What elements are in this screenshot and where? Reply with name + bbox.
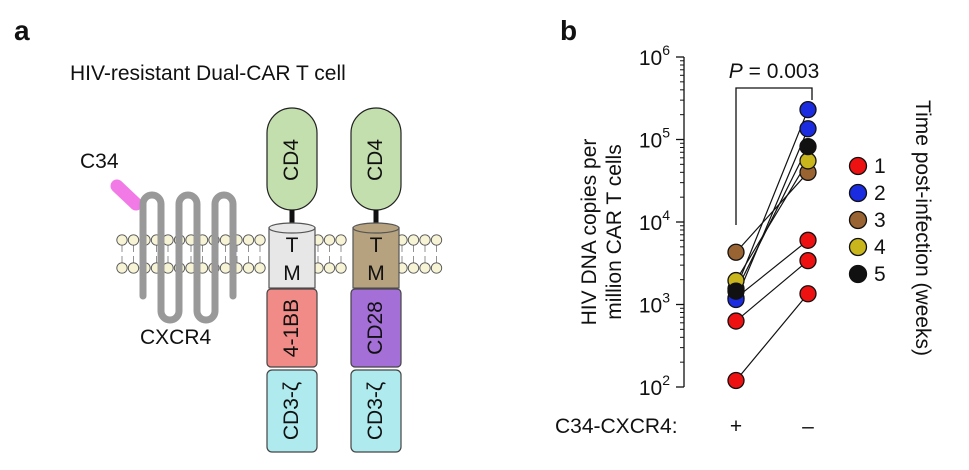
- data-point-week-5: [799, 137, 817, 156]
- cd28-label: CD28: [364, 301, 387, 355]
- data-points: [727, 101, 817, 390]
- y-tick-label: 105: [639, 125, 670, 153]
- legend-swatch-3: [848, 210, 868, 230]
- lipid-head: [419, 234, 431, 246]
- lipid-head: [419, 262, 431, 274]
- tm-t-right: T: [370, 234, 383, 257]
- legend-swatch-5: [848, 264, 868, 284]
- legend-swatch-2: [848, 183, 868, 203]
- paired-lines: [735, 109, 809, 381]
- data-point-week-1: [727, 312, 745, 330]
- cd4-label-right: CD4: [364, 139, 387, 181]
- c34-peptide: [110, 179, 143, 211]
- y-tick-label: 103: [639, 290, 670, 318]
- legend-swatch-1: [848, 156, 868, 176]
- data-point-week-1: [727, 371, 745, 390]
- lipid-head: [407, 262, 420, 274]
- data-point-week-1: [799, 231, 817, 249]
- tm-cap-left: [268, 222, 316, 234]
- 4-1bb-domain: [266, 288, 318, 368]
- data-point-week-1: [799, 285, 817, 303]
- cxcr4-receptor: [139, 191, 237, 324]
- lipid-head: [323, 234, 336, 246]
- data-point-week-2: [799, 120, 817, 138]
- panel-letter-b: b: [560, 15, 577, 46]
- data-point-week-5: [727, 282, 745, 300]
- cd28-domain: [350, 288, 402, 368]
- significance-bracket: [735, 87, 813, 225]
- tm-t-left: T: [286, 234, 299, 257]
- lipid-head: [430, 234, 443, 246]
- lipid-head: [219, 234, 232, 246]
- lipid-head: [242, 262, 255, 274]
- lipid-head: [335, 262, 347, 274]
- lipid-head: [335, 234, 347, 246]
- pair-line: [735, 160, 809, 281]
- x-axis-label: C34-CXCR4:: [555, 415, 678, 438]
- pair-line: [735, 146, 809, 292]
- y-axis-label-line1: HIV DNA copies per: [578, 139, 601, 326]
- car-4-1bb: CD4 T M 4-1BB CD3-ζ: [266, 107, 318, 453]
- y-tick-label: 102: [639, 372, 670, 400]
- cxcr4-label: CXCR4: [140, 326, 212, 349]
- lipid-head: [219, 262, 232, 274]
- y-axis-label-line2: million CAR T cells: [603, 144, 626, 319]
- c34-label: C34: [80, 150, 119, 173]
- 4-1bb-label: 4-1BB: [280, 299, 303, 357]
- legend-swatch-4: [848, 237, 868, 257]
- lipid-head: [407, 234, 420, 246]
- lipid-head: [116, 234, 128, 246]
- data-point-week-4: [799, 152, 817, 170]
- legend-label-4: 4: [874, 236, 886, 259]
- panel-letter-a: a: [14, 15, 30, 46]
- pair-line: [735, 171, 809, 253]
- lipid-head: [242, 234, 255, 246]
- tm-m-left: M: [283, 262, 301, 285]
- tm-domain-right: [352, 227, 400, 289]
- x-category-plus: +: [730, 415, 742, 438]
- lipid-head: [127, 234, 140, 246]
- cd3-zeta-label-right: CD3-ζ: [364, 382, 387, 440]
- cd3-zeta-domain-right: [350, 369, 402, 453]
- pair-line: [735, 239, 809, 299]
- cd3-zeta-label-left: CD3-ζ: [280, 382, 303, 440]
- pair-line: [735, 128, 809, 300]
- lipid-head: [116, 262, 128, 274]
- legend-label-5: 5: [874, 263, 886, 286]
- pair-line: [735, 293, 809, 381]
- car-cd28: CD4 T M CD28 CD3-ζ: [350, 107, 402, 453]
- legend: 1 2 3 4 5: [848, 155, 886, 286]
- data-point-week-1: [799, 252, 817, 270]
- data-point-week-2: [799, 101, 817, 119]
- tm-cap-right: [352, 222, 400, 234]
- lipid-head: [127, 262, 140, 274]
- y-tick-label: 104: [639, 207, 670, 235]
- y-tick-labels: 102 103 104 105 106: [639, 42, 670, 400]
- cd4-label-left: CD4: [280, 139, 303, 181]
- lipid-head: [430, 262, 443, 274]
- data-point-week-3: [727, 243, 745, 261]
- pair-line: [735, 109, 809, 290]
- y-tick-label: 106: [639, 42, 670, 70]
- lipid-head: [254, 234, 266, 246]
- legend-label-1: 1: [874, 155, 886, 178]
- legend-title: Time post-infection (weeks): [911, 100, 934, 356]
- p-value-annotation: P = 0.003: [729, 60, 820, 83]
- lipid-head: [254, 262, 266, 274]
- panel-a-title: HIV-resistant Dual-CAR T cell: [70, 62, 346, 85]
- legend-label-2: 2: [874, 182, 886, 205]
- tm-m-right: M: [367, 262, 385, 285]
- legend-label-3: 3: [874, 209, 886, 232]
- y-axis: [676, 56, 685, 388]
- cd3-zeta-domain-left: [266, 369, 318, 453]
- pair-line: [735, 260, 809, 322]
- x-category-minus: –: [802, 415, 814, 438]
- lipid-head: [323, 262, 336, 274]
